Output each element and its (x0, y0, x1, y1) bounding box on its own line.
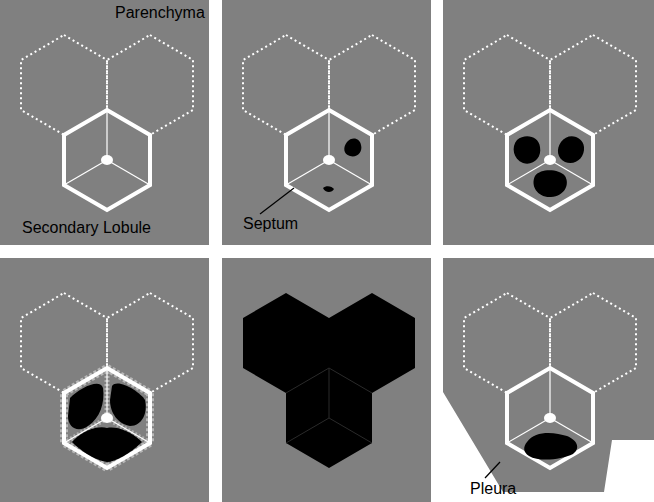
structure-label: Secondary Lobule (22, 219, 151, 237)
region-label: Parenchyma (115, 4, 205, 22)
structure-label: Septum (243, 215, 298, 233)
structure-label: Pleura (470, 480, 516, 498)
